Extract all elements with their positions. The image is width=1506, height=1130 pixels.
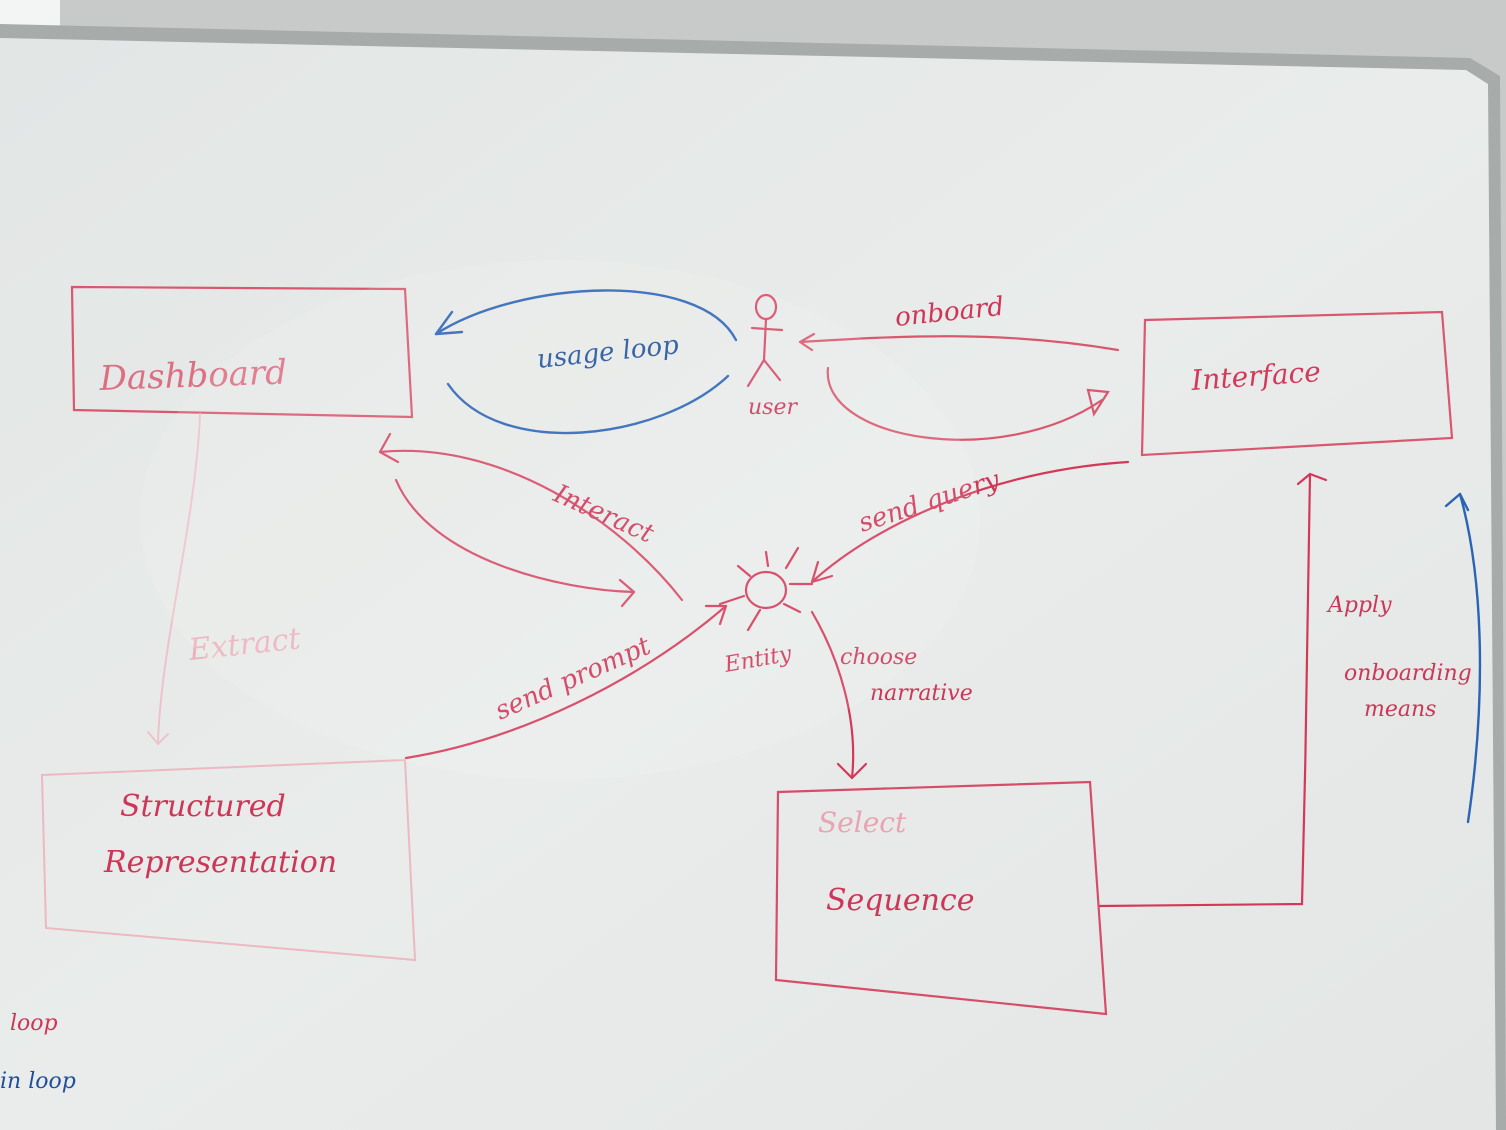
extract-arrowhead bbox=[147, 731, 169, 745]
interface-box bbox=[1140, 310, 1454, 457]
interact-lower-arc bbox=[394, 478, 636, 594]
wall-patch bbox=[0, 0, 60, 26]
apply-onboarding-line bbox=[1098, 472, 1312, 908]
onboard-line bbox=[798, 335, 1120, 352]
structured-representation-box bbox=[40, 758, 417, 962]
send-prompt-line bbox=[404, 604, 728, 760]
stick-figure-icon bbox=[746, 293, 784, 388]
structured-label-line2: Representation bbox=[103, 845, 337, 880]
glare bbox=[140, 260, 980, 780]
interact-upper-arc bbox=[378, 449, 684, 602]
send-query-line bbox=[810, 460, 1130, 584]
interact-upper-arrowhead bbox=[378, 432, 400, 464]
blue-side-line bbox=[1458, 492, 1482, 824]
apply-onboarding-arrow bbox=[1098, 472, 1328, 908]
usage-loop-upper-arc bbox=[434, 289, 738, 342]
apply-label-line2: onboarding bbox=[1344, 661, 1472, 686]
interact-arrows bbox=[378, 432, 684, 608]
extract-line bbox=[157, 413, 201, 745]
onboard-arrows bbox=[798, 332, 1120, 441]
structured-box-outline bbox=[40, 758, 417, 962]
send-prompt-arrow bbox=[404, 604, 728, 760]
select-box-outline bbox=[774, 780, 1108, 1016]
select-label-line2: Sequence bbox=[826, 883, 974, 918]
extract-arrow bbox=[147, 413, 201, 745]
blue-side-arrowhead bbox=[1444, 492, 1470, 512]
usage-loop-arrowhead bbox=[434, 310, 464, 336]
user-to-interface-arrowhead bbox=[1086, 388, 1110, 417]
usage-loop-arrows bbox=[434, 289, 738, 435]
legend-item-2: in loop bbox=[0, 1069, 76, 1094]
apply-onboarding-arrowhead bbox=[1296, 472, 1328, 486]
choose-narrative-arrow bbox=[810, 610, 868, 780]
user-to-interface-arc bbox=[826, 366, 1104, 441]
choose-narrative-label-line1: choose bbox=[840, 645, 917, 670]
legend-item-1: loop bbox=[10, 1011, 58, 1036]
interface-box-outline bbox=[1140, 310, 1454, 457]
send-query-arrow bbox=[810, 460, 1130, 584]
send-query-arrowhead bbox=[810, 560, 834, 584]
structured-label-line1: Structured bbox=[120, 789, 286, 824]
interact-lower-arrowhead bbox=[618, 578, 636, 608]
dashboard-box bbox=[70, 285, 414, 419]
send-prompt-arrowhead bbox=[704, 604, 728, 626]
choose-narrative-line bbox=[810, 610, 855, 780]
onboard-arrowhead bbox=[798, 332, 816, 352]
select-label-line1: Select bbox=[818, 806, 907, 839]
dashboard-label: Dashboard bbox=[98, 352, 288, 399]
select-sequence-box bbox=[774, 780, 1108, 1016]
apply-label-line1: Apply bbox=[1326, 593, 1392, 618]
usage-loop-lower-arc bbox=[446, 374, 730, 435]
dashboard-box-outline bbox=[70, 285, 414, 419]
blue-side-arrow bbox=[1444, 492, 1482, 824]
choose-narrative-label-line2: narrative bbox=[870, 681, 973, 706]
user-label: user bbox=[748, 395, 798, 420]
choose-narrative-arrowhead bbox=[836, 762, 868, 780]
apply-label-line3: means bbox=[1364, 697, 1436, 722]
sun-burst-icon bbox=[718, 546, 814, 632]
